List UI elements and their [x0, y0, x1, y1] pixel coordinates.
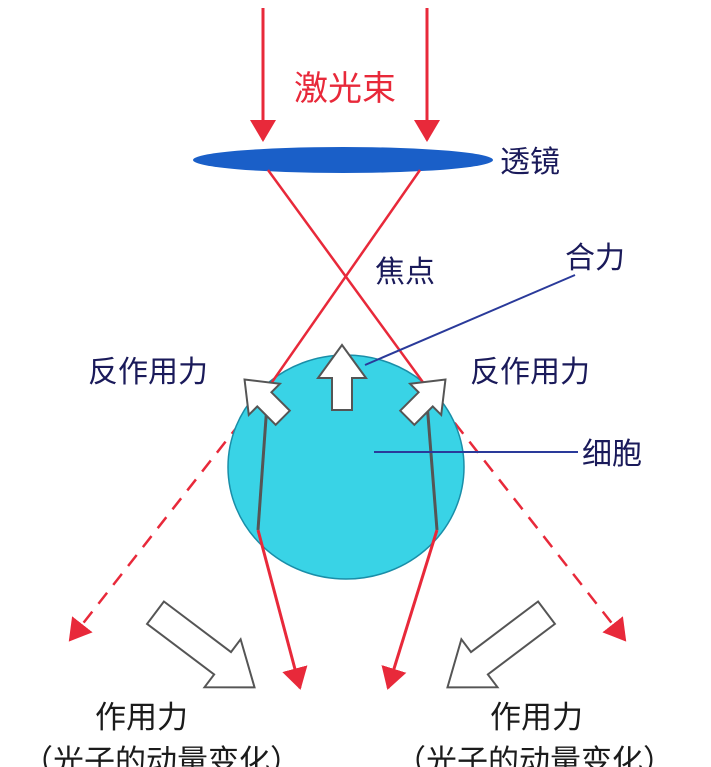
laser-cross-right	[268, 169, 422, 386]
action-force-arrow-left	[145, 600, 256, 689]
cell-label: 细胞	[582, 437, 642, 472]
photon-momentum-right-label: （光子的动量变化）	[395, 744, 674, 767]
reaction-force-left-label: 反作用力	[88, 355, 208, 390]
laser-refracted-right-inner	[424, 389, 439, 531]
reaction-force-arrow-left	[243, 378, 292, 427]
reaction-force-arrow-right	[398, 378, 447, 427]
laser-refracted-right-outer	[381, 529, 439, 690]
resultant-force-label: 合力	[565, 241, 625, 276]
laser-dashed-right	[424, 384, 627, 642]
photon-momentum-left-label: （光子的动量变化）	[22, 744, 301, 767]
lens-label: 透镜	[500, 145, 560, 180]
action-force-left-label: 作用力	[95, 700, 188, 736]
action-force-right-label: 作用力	[490, 700, 583, 736]
lens-shape	[193, 147, 493, 173]
action-force-arrow-right	[446, 600, 557, 689]
focus-label: 焦点	[375, 255, 435, 290]
reaction-force-right-label: 反作用力	[470, 355, 590, 390]
laser-beam-label: 激光束	[294, 69, 396, 109]
resultant-force-pointer-line	[364, 274, 576, 366]
laser-refracted-left-outer	[256, 529, 308, 690]
resultant-force-arrow	[316, 343, 368, 411]
